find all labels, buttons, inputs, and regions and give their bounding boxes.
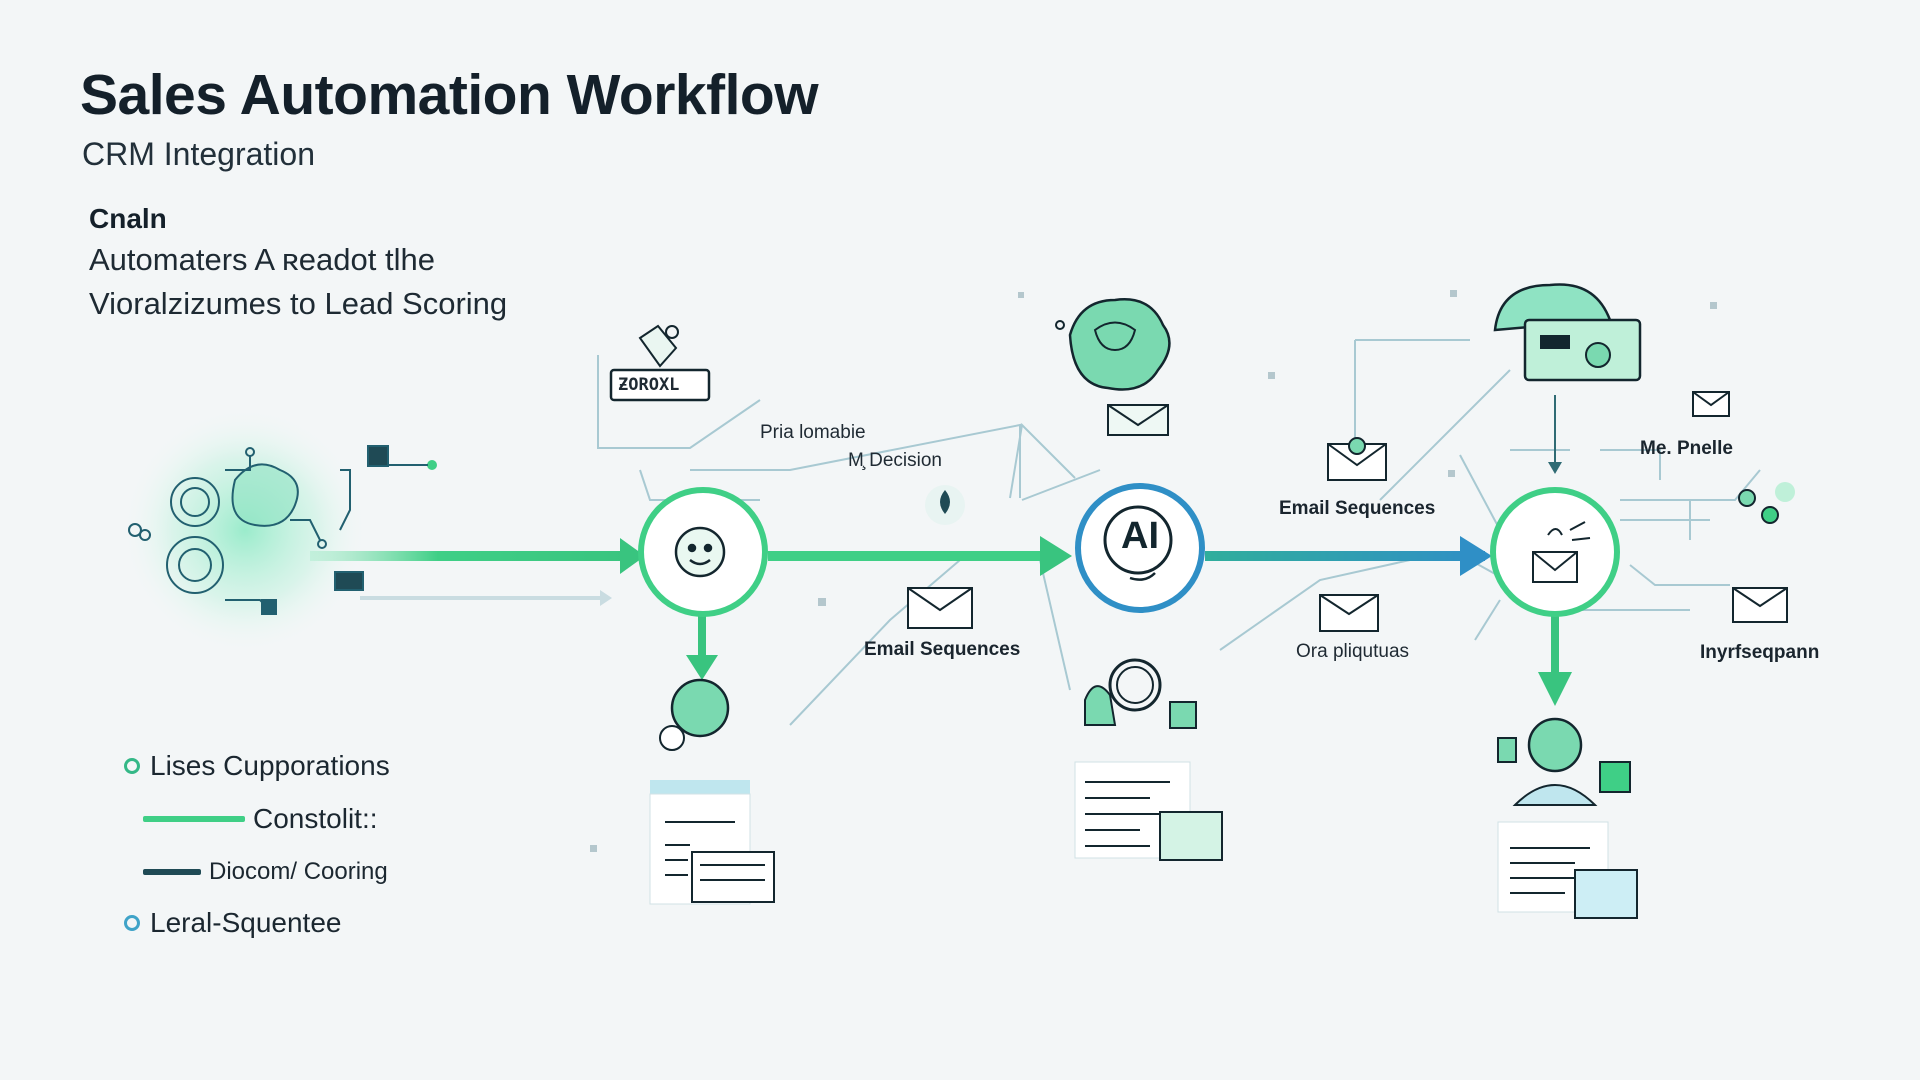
- flow-arrow-2: [768, 551, 1048, 561]
- legend-label: Lises Cupporations: [150, 750, 390, 781]
- email-icon-mid: [907, 587, 973, 629]
- legend-label: Diocom/ Cooring: [209, 858, 388, 885]
- person-network-icon: [1738, 482, 1795, 524]
- flow-arrow-3: [1205, 551, 1485, 561]
- profile-card-icon: [1493, 283, 1642, 382]
- label-ora: Ora pliqutuas: [1296, 641, 1410, 662]
- legend-item-4: Leral-Squentee: [124, 907, 341, 939]
- email-icon-top: [1327, 437, 1387, 481]
- legend-item-1: Lises Cupporations: [124, 750, 390, 782]
- legend-dot-icon: [124, 915, 140, 931]
- legend-line-icon: [143, 869, 201, 875]
- legend-dot-icon: [124, 758, 140, 774]
- flow-arrow-down-3: [1538, 672, 1572, 706]
- robot-badge-icon: [609, 324, 711, 402]
- description-line-1: Automaters A ʀeadot tlhe: [89, 242, 435, 277]
- page-subtitle: CRM Integration: [82, 136, 315, 172]
- page-title: Sales Automation Workflow: [80, 63, 819, 127]
- node-ai[interactable]: [1075, 483, 1205, 613]
- head-icon: [674, 526, 726, 578]
- label-email-bottom: Email Sequences: [864, 639, 1021, 660]
- label-email-top: Email Sequences: [1279, 498, 1436, 519]
- decision-agent-panel: [1074, 658, 1223, 861]
- legend-line-icon: [143, 816, 245, 822]
- badge-label: ƵOROXL: [618, 375, 680, 395]
- email-icon-lower: [1319, 594, 1379, 632]
- legend-item-2: Constolit::: [143, 803, 378, 835]
- description-heading: Cnaln: [89, 203, 167, 234]
- brain-icon: [1055, 298, 1171, 436]
- legend-item-3: Diocom/ Cooring: [143, 858, 388, 886]
- legend-label: Constolit::: [253, 803, 378, 834]
- label-pria: Pria lomabie: [760, 422, 866, 443]
- email-alert-icon: [1532, 521, 1591, 583]
- lead-scoring-panel: [649, 678, 775, 905]
- label-profile: Me. Pnelle: [1640, 438, 1733, 459]
- ai-node-text: AI: [1121, 515, 1159, 557]
- label-inyrf: Inyrfseqpann: [1700, 642, 1820, 663]
- crm-glow: [125, 410, 365, 650]
- email-icon-right: [1732, 587, 1788, 623]
- flow-arrow-down-1: [686, 655, 718, 680]
- label-decision: M̧ Decision: [848, 450, 942, 471]
- legend-label: Leral-Squentee: [150, 907, 342, 938]
- customer-support-panel: [1497, 717, 1638, 919]
- flow-arrow-1: [310, 551, 630, 561]
- email-icon-small: [1692, 391, 1730, 417]
- description-line-2: Vioralzizumes to Lead Scoring: [89, 286, 508, 321]
- crm-network-icon: [128, 445, 437, 615]
